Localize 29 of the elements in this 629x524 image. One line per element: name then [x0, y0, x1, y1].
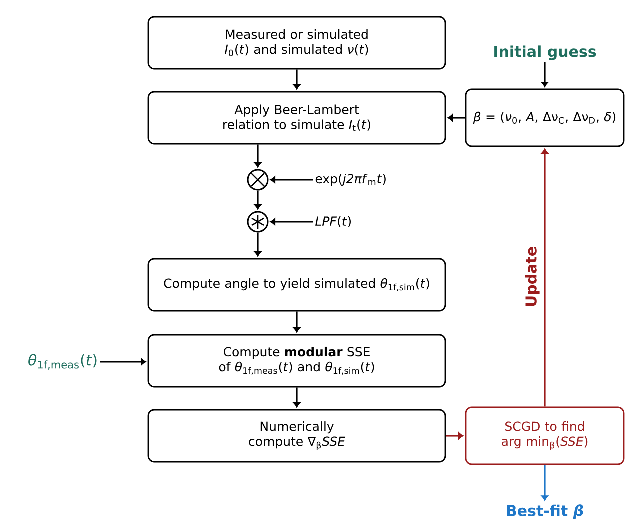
- signal-label: Best-fit β: [507, 504, 584, 520]
- arrow: [446, 432, 464, 440]
- edge-label: Update: [524, 245, 541, 309]
- arrow: [100, 358, 146, 366]
- signal-label: Initial guess: [494, 46, 596, 60]
- process-box: β = (ν$_{0}$, A, Δν$_{C}$, Δν$_{D}$, δ): [465, 88, 625, 148]
- arrow: [294, 388, 300, 408]
- input-label: θ$_{1f,meas}$(t): [28, 354, 97, 370]
- input-label: LPF(t): [316, 216, 351, 228]
- arrow: [294, 312, 300, 333]
- arrow: [448, 114, 466, 122]
- process-box: Measured or simulated I$_{0}$(t) and simulated ν(t): [148, 16, 446, 70]
- arrow: [542, 148, 548, 407]
- arrow: [542, 465, 548, 501]
- arrow: [254, 190, 262, 210]
- process-box: Compute angle to yield simulated θ$_{1f,sim}$(t): [148, 258, 446, 312]
- arrow: [270, 218, 313, 226]
- arrow: [542, 62, 548, 88]
- input-label: exp(j2πf$_{m}$t): [316, 174, 386, 186]
- convolution-symbol: [247, 211, 269, 233]
- process-box: Numerically compute ∇$_{β}$SSE: [148, 409, 446, 463]
- arrow: [270, 176, 313, 184]
- multiplier-symbol: [247, 169, 269, 191]
- arrow: [254, 144, 262, 168]
- arrow: [294, 70, 300, 90]
- process-box: SCGD to find arg min$_{β}$(SSE): [465, 406, 625, 466]
- process-box: Apply Beer-Lambert relation to simulate I$_{t}$(t): [148, 91, 446, 145]
- process-box: Compute modular SSE of θ$_{1f,meas}$(t) and θ$_{1f,sim}$(t): [148, 334, 446, 388]
- arrow: [254, 232, 262, 257]
